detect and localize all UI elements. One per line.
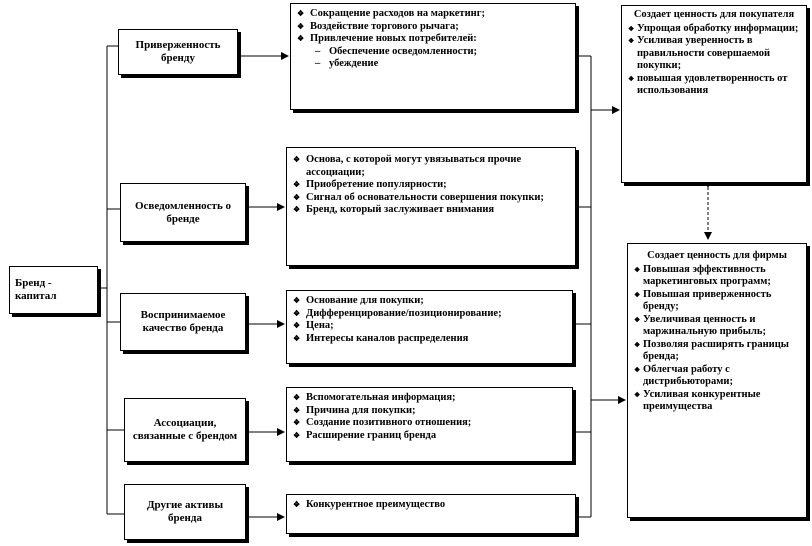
asset-box-loyalty: Приверженность бренду <box>118 29 238 75</box>
benefit-item: Сокращение расходов на маркетинг; <box>297 8 569 21</box>
asset-label-associations: Ассоциации, связанные с брендом <box>132 417 238 442</box>
benefit-item: Бренд, который заслуживает внимания <box>293 204 569 217</box>
root-brand-equity: Бренд - капитал <box>9 266 98 314</box>
customer-value-item: Упрощая обработку информации; <box>628 23 800 36</box>
firm-value-item: Облегчая работу с дистрибьюторами; <box>634 364 800 389</box>
benefit-item: Сигнал об основательности совершения пок… <box>293 192 569 205</box>
benefit-item: Интересы каналов распределения <box>293 333 566 346</box>
benefit-item: Расширение границ бренда <box>293 430 566 443</box>
customer-value-box: Создает ценность для покупателя Упрощая … <box>621 5 807 183</box>
benefits-box-awareness: Основа, с которой могут увязываться проч… <box>286 147 576 266</box>
firm-value-item: Усиливая конкурентные преимущества <box>634 389 800 414</box>
benefit-item: Создание позитивного отношения; <box>293 417 566 430</box>
benefit-item: Конкурентное преимущество <box>293 499 569 512</box>
benefits-box-quality: Основание для покупки; Дифференцирование… <box>286 290 573 364</box>
customer-value-item: Усиливая уверенность в правильности сове… <box>628 35 800 73</box>
firm-value-item: Позволяя расширять границы бренда; <box>634 339 800 364</box>
benefit-item: Воздействие торгового рычага; <box>297 21 569 34</box>
asset-box-quality: Воспринимаемое качество бренда <box>120 293 246 351</box>
asset-label-loyalty: Приверженность бренду <box>135 39 221 64</box>
benefit-subitem: Обеспечение осведомленности; <box>297 46 569 59</box>
asset-label-awareness: Осведомленность о бренде <box>134 199 232 225</box>
asset-label-quality: Воспринимаемое качество бренда <box>140 309 226 334</box>
benefit-subitem: убеждение <box>297 58 569 71</box>
firm-value-title: Создает ценность для фирмы <box>647 250 787 261</box>
benefits-box-other: Конкурентное преимущество <box>286 494 576 534</box>
firm-value-item: Повышая эффективность маркетинговых прог… <box>634 264 800 289</box>
asset-box-other: Другие активы бренда <box>124 484 246 540</box>
root-label: Бренд - капитал <box>15 277 57 302</box>
benefits-box-loyalty: Сокращение расходов на маркетинг; Воздей… <box>290 3 576 110</box>
asset-box-associations: Ассоциации, связанные с брендом <box>124 398 246 462</box>
benefit-item: Причина для покупки; <box>293 405 566 418</box>
firm-value-item: Повышая приверженность бренду; <box>634 289 800 314</box>
asset-label-other: Другие активы бренда <box>146 499 224 524</box>
customer-value-title: Создает ценность для покупателя <box>633 9 795 20</box>
benefit-item: Привлечение новых потребителей: <box>297 33 569 46</box>
customer-value-item: повышая удовлетворенность от использован… <box>628 73 800 98</box>
asset-box-awareness: Осведомленность о бренде <box>120 183 246 242</box>
benefit-item: Вспомогательная информация; <box>293 392 566 405</box>
firm-value-box: Создает ценность для фирмы Повышая эффек… <box>627 243 807 518</box>
benefit-item: Цена; <box>293 320 566 333</box>
benefits-box-associations: Вспомогательная информация; Причина для … <box>286 387 573 462</box>
benefit-item: Основание для покупки; <box>293 295 566 308</box>
firm-value-item: Увеличивая ценность и маржинальную прибы… <box>634 314 800 339</box>
benefit-item: Приобретение популярности; <box>293 179 569 192</box>
benefit-item: Основа, с которой могут увязываться проч… <box>293 154 569 179</box>
benefit-item: Дифференцирование/позиционирование; <box>293 308 566 321</box>
